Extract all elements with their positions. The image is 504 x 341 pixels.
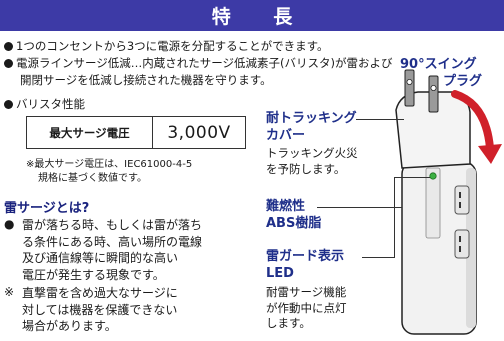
tracking-cover-title-2: カバー — [266, 128, 306, 143]
led-desc-1: 耐雷サージ機能 — [266, 285, 347, 299]
bullet-dot-icon — [4, 59, 13, 68]
banner-title: 特 長 — [211, 6, 311, 28]
bullet-distribution: 1つのコンセントから3つに電源を分配することができます。 — [4, 38, 328, 55]
tracking-cover-desc-1: トラッキング火災 — [266, 146, 358, 160]
plug-blade-right — [428, 75, 439, 113]
thunder-surge-title: 雷サージとは? — [4, 201, 90, 216]
bullet-surge-reduction: 電源ラインサージ低減…内蔵されたサージ低減素子(バリスタ)が雷および — [4, 55, 393, 72]
led-title-1: 雷ガード表示 — [266, 249, 345, 264]
spec-value: 3,000V — [167, 122, 231, 143]
thunder-line-2: る条件にある時、高い場所の電線 — [22, 234, 203, 249]
plug-blade-left — [404, 69, 415, 107]
led-leader-line — [362, 257, 394, 258]
abs-title-2: ABS樹脂 — [266, 216, 322, 231]
swing-arrowhead-icon — [478, 144, 502, 164]
abs-leader-line — [317, 207, 402, 208]
bullet-dot-icon — [4, 100, 13, 109]
side-outlet-bottom — [454, 229, 470, 259]
tracking-cover-title-1: 耐トラッキング — [266, 111, 357, 126]
abs-title-1: 難燃性 — [266, 199, 306, 214]
led-desc-3: します。 — [266, 316, 311, 330]
bullet-dot-icon: ● — [4, 217, 15, 231]
spec-table: 最大サージ電圧 3,000V — [26, 116, 246, 149]
varistor-note-1: ※最大サージ電圧は、IEC61000-4-5 — [26, 159, 193, 170]
thunder-line-4: 電圧が発生する現象です。 — [22, 267, 165, 282]
swing-arrow-icon — [451, 90, 494, 152]
led-leader-vertical — [394, 177, 395, 258]
tracking-cover-desc-2: を予防します。 — [266, 162, 346, 176]
thunder-line-3: 及び通信線等に瞬間的な高い — [22, 251, 179, 265]
thunder-line-7: 場合があります。 — [22, 319, 117, 333]
led-title-2: LED — [266, 266, 294, 281]
thunder-line-6: 対しては機器を保護できない — [22, 302, 178, 317]
led-icon — [429, 172, 437, 180]
side-outlet-top — [454, 185, 470, 215]
thunder-line-5: 直撃雷を含め過大なサージに — [22, 286, 178, 300]
varistor-heading: バリスタ性能 — [4, 96, 85, 113]
spec-label: 最大サージ電圧 — [27, 117, 153, 148]
note-mark: ※ — [4, 285, 15, 299]
swing-title-1: 90°スイング — [400, 57, 477, 72]
feature-banner: 特 長 — [0, 0, 504, 31]
tracking-leader-line — [356, 119, 404, 120]
bullet-surge-reduction-cont: 開閉サージを低減し接続された機器を守ります。 — [20, 73, 272, 87]
bullet-dot-icon — [4, 42, 13, 51]
led-leader-to-led — [394, 177, 430, 178]
varistor-note-2: 規格に基づく数値です。 — [38, 173, 147, 184]
led-desc-2: が作動中に点灯 — [266, 300, 347, 315]
swing-title-2: プラグ — [443, 74, 483, 89]
thunder-line-1: 雷が落ちる時、もしくは雷が落ち — [22, 218, 203, 232]
label-strip — [425, 167, 441, 239]
